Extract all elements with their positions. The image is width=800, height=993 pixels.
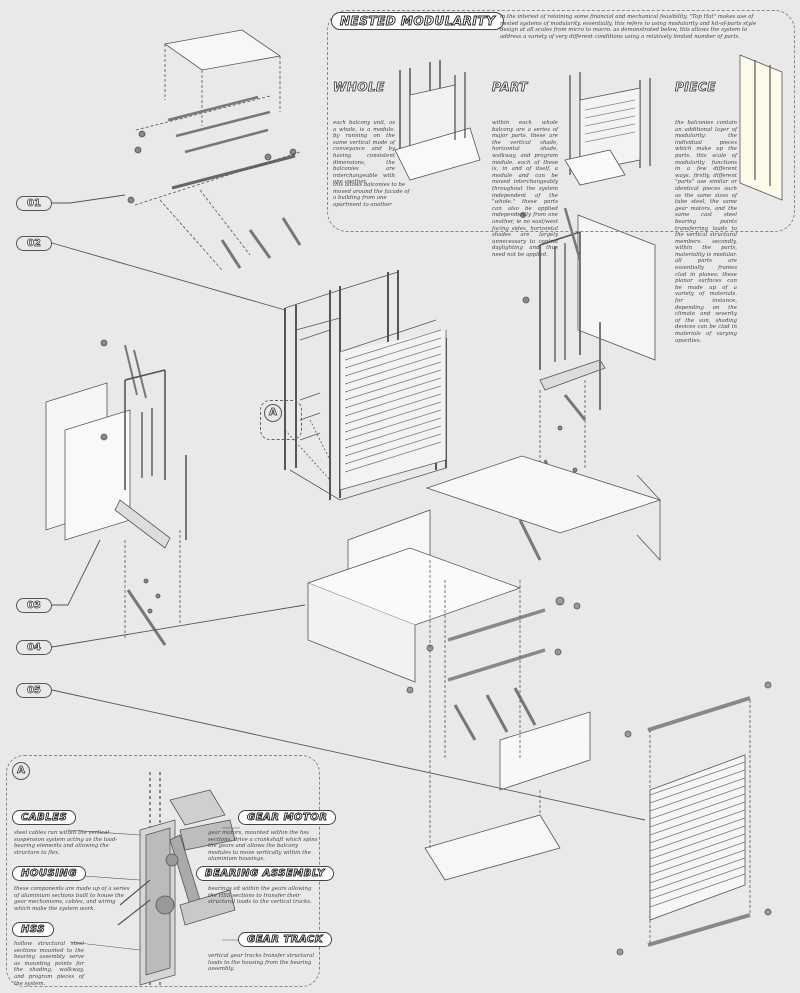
cables-text: steel cables run within the vertical sus… [14,830,118,856]
whole-heading: WHOLE [333,80,385,95]
callout-03: 03 [16,598,52,613]
bearing-assembly-label: BEARING ASSEMBLY [196,866,334,881]
nested-modularity-title: NESTED MODULARITY [331,12,505,30]
gear-track-label: GEAR TRACK [238,932,333,947]
hss-text: hollow structural steel sections mounted… [14,941,84,987]
left-assembly [45,339,187,646]
callout-05: 05 [16,683,52,698]
callout-01: 01 [16,196,52,211]
housing-label: HOUSING [12,866,86,881]
housing-text: these components are made up of a series… [14,886,130,912]
detail-marker-a-frame [260,400,302,440]
whole-thumbnail [394,60,481,181]
detail-a-label: A [12,762,30,780]
detail-a-drawing [67,772,240,986]
horizontal-shade [616,681,772,956]
cables-label: CABLES [12,810,77,825]
piece-thumbnail [739,54,783,201]
nested-modularity-panel [327,10,795,232]
gear-motor-text: gear motors, mounted within the hss sect… [208,830,318,863]
bearing-assembly-text: bearings sit within the gears allowing t… [208,886,312,906]
walkway-assembly [306,455,662,881]
callout-04: 04 [16,640,52,655]
piece-text: the balconies contain an additional laye… [675,120,737,344]
right-upper-assembly [520,207,656,501]
piece-heading: PIECE [675,80,716,95]
part-thumbnail [564,72,651,186]
whole-text: each balcony unit, as a whole, is a modu… [333,120,395,186]
detail-marker-a: A [264,404,282,422]
part-heading: PART [492,80,528,95]
part-text: within each whole balcony are a series o… [492,120,558,258]
callout-02: 02 [16,236,52,251]
balcony-frame [284,270,447,501]
whole-text-2: this allows balconies to be moved around… [333,182,410,208]
hss-label: HSS [12,922,54,937]
gear-track-text: vertical gear tracks transfer structural… [208,953,315,973]
gear-motor-label: GEAR MOTOR [238,810,337,825]
panel-intro-text: in the interest of retaining some financ… [500,14,757,40]
roof-module [127,29,302,271]
leader-lines [51,194,646,821]
